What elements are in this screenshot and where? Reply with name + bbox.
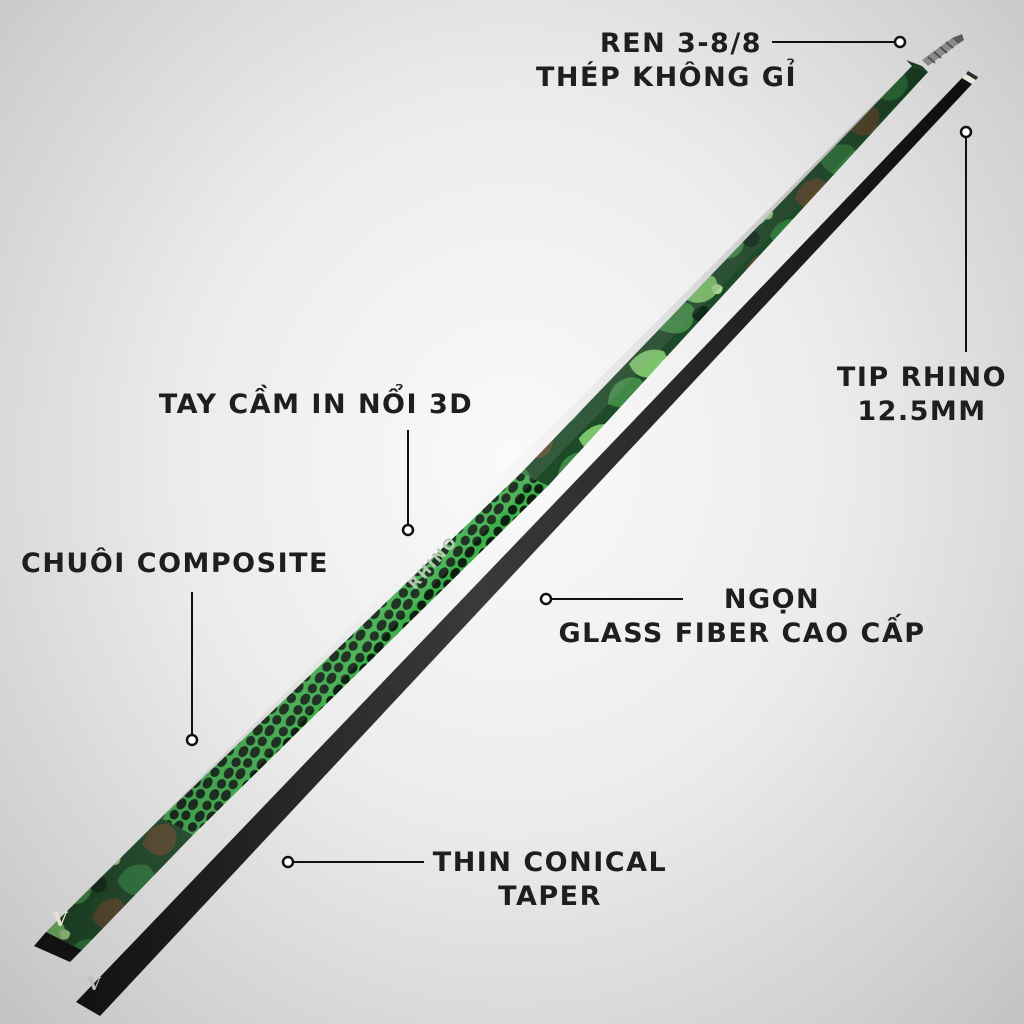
tip-callout-line2: 12.5MM [857,396,987,427]
shaft-ferrule [962,74,976,84]
tip-callout-line1: TIP RHINO [836,362,1008,393]
shaft-callout-line2: GLASS FIBER CAO CẤP [558,618,926,649]
butt-callout-line1: CHUÔI COMPOSITE [21,548,329,579]
butt-callout: CHUÔI COMPOSITE [20,547,330,581]
grip-callout: TAY CẦM IN NỔI 3D [156,388,476,422]
shaft-callout: NGỌN GLASS FIBER CAO CẤP [552,583,932,651]
shaft-tip [966,71,978,80]
butt-cap [34,932,82,962]
shaft-section: V [76,71,978,1016]
shaft-logo: V [86,974,102,995]
butt-section: RHINO V [34,60,928,962]
thread-callout-line2: THÉP KHÔNG GỈ [536,62,797,93]
butt-logo: V [51,907,68,931]
shaft-body [76,78,972,1016]
thread-callout: REN 3-8/8 THÉP KHÔNG GỈ [536,27,797,95]
shaft-callout-line1: NGỌN [723,584,821,615]
taper-callout-line2: TAPER [498,881,602,912]
thread-callout-line1: REN 3-8/8 [599,28,762,59]
joint-pin [922,34,964,66]
grip-callout-line1: TAY CẦM IN NỔI 3D [158,389,474,420]
tip-callout: TIP RHINO 12.5MM [832,361,1012,429]
taper-callout: THIN CONICAL TAPER [430,846,670,914]
leader-lines [185,35,973,869]
taper-callout-line1: THIN CONICAL [432,847,668,878]
joint-collar [906,60,928,72]
